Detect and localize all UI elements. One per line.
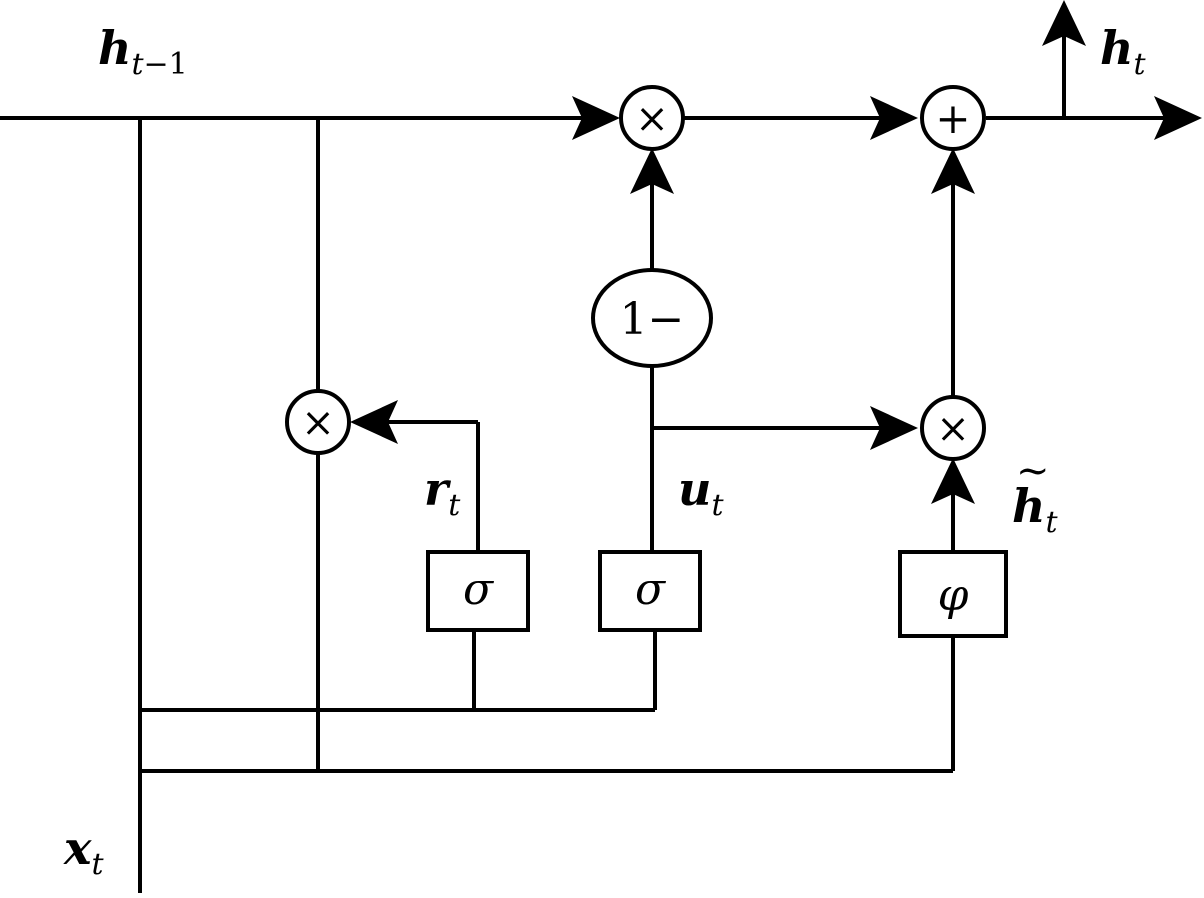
svg-text:φ: φ <box>938 570 969 621</box>
svg-text:+: + <box>935 94 970 143</box>
arrow-to-top-mul <box>572 96 620 140</box>
top-multiply-node: × <box>619 85 685 151</box>
reset-gate-label: rt <box>424 462 461 523</box>
update-gate-box: σ <box>598 550 702 632</box>
candidate-tilde: ~ <box>1016 448 1050 494</box>
arrow-to-bottom-mul <box>870 406 918 450</box>
h-out-label: ht <box>1100 21 1146 82</box>
reset-gate-box: σ <box>426 550 530 632</box>
arrow-one-minus-up <box>630 148 674 194</box>
arrow-h-out-up <box>1042 0 1086 46</box>
arrow-h-out <box>1154 96 1202 140</box>
arrow-candidate-up <box>931 458 975 504</box>
svg-text:1−: 1− <box>620 294 685 345</box>
h-prev-label: ht−1 <box>98 21 188 82</box>
x-input-label: xt <box>63 821 104 882</box>
candidate-gate-box: φ <box>898 550 1008 638</box>
add-node: + <box>920 85 986 151</box>
bottom-multiply-node: × <box>920 395 986 461</box>
svg-text:σ: σ <box>635 564 667 615</box>
update-gate-label: ut <box>678 462 724 523</box>
svg-text:×: × <box>635 96 669 142</box>
reset-multiply-node: × <box>285 389 351 455</box>
arrow-to-add <box>870 96 918 140</box>
svg-text:σ: σ <box>463 564 495 615</box>
arrow-to-add-up <box>931 148 975 194</box>
svg-text:×: × <box>301 400 335 446</box>
svg-text:×: × <box>936 406 970 452</box>
candidate-label: ht <box>1012 479 1058 540</box>
arrow-to-reset-mul <box>350 400 398 444</box>
one-minus-node: 1− <box>591 268 713 368</box>
